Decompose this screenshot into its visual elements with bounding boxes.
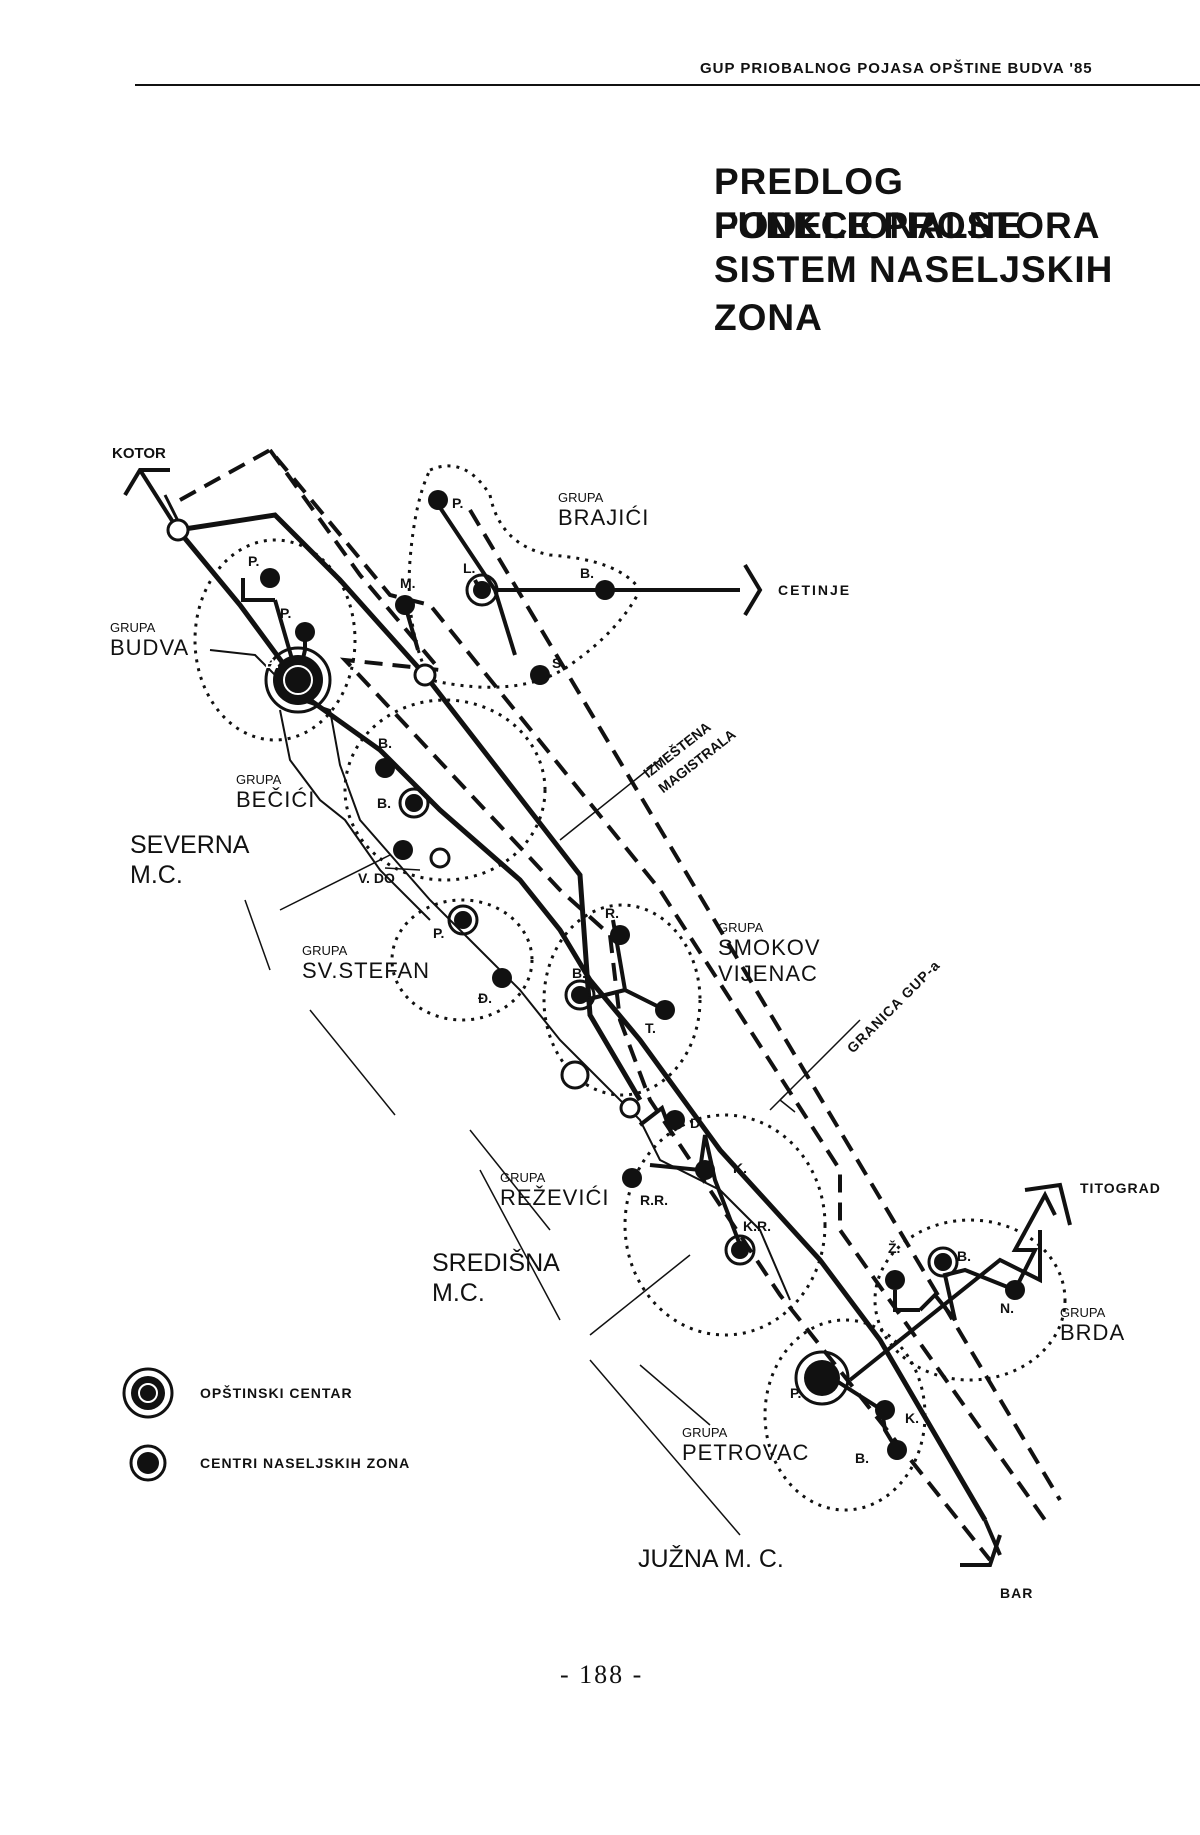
header-text: GUP PRIOBALNOG POJASA OPŠTINE BUDVA '85 (700, 60, 1093, 77)
road-arrows (123, 468, 1072, 1567)
group-brajici-name: BRAJIĆI (558, 505, 650, 530)
group-smokov-name2: VIJENAC (718, 961, 818, 986)
point-brajici-b: B. (580, 565, 594, 581)
group-rezevici-top: GRUPA (500, 1170, 546, 1185)
point-brajici-s: S. (552, 655, 566, 671)
point-stefan-d: Đ. (478, 990, 492, 1006)
place-titograd: TITOGRAD (1080, 1180, 1161, 1196)
header-rule (135, 84, 1200, 86)
municipal-centers (264, 646, 850, 1406)
point-stefan-p: P. (433, 925, 445, 941)
point-brajici-l: L. (463, 560, 476, 576)
group-sv-stefan-name: SV.STEFAN (302, 958, 431, 983)
point-budva-p1: P. (248, 553, 260, 569)
point-pet-b: B. (855, 1450, 869, 1466)
group-petrovac-top: GRUPA (682, 1425, 728, 1440)
place-cetinje: CETINJE (778, 582, 852, 598)
group-rezevici-name: REŽEVIĆI (500, 1185, 610, 1210)
zone-sredisna-line1: SREDIŠNA (432, 1249, 560, 1277)
zone-juzna: JUŽNA M. C. (638, 1545, 784, 1573)
group-brda: GRUPA BRDA (1060, 1305, 1125, 1346)
point-v-do: V. DO (358, 870, 395, 886)
place-bar: BAR (1000, 1585, 1034, 1601)
point-brajici-m: M. (400, 575, 416, 591)
zone-severna: SEVERNA M.C. (130, 830, 249, 890)
legend-municipal: OPŠTINSKI CENTAR (200, 1385, 353, 1401)
point-budva-p2: P. (280, 605, 292, 621)
group-becici: GRUPA BEČIĆI (236, 772, 315, 813)
title-line-3: SISTEM NASELJSKIH (714, 249, 1114, 290)
group-brajici-top: GRUPA (558, 490, 604, 505)
title-line-1: PREDLOG FUNKCIONALNE (714, 161, 1022, 246)
zone-severna-line1: SEVERNA (130, 831, 250, 859)
legend-symbols (122, 1367, 174, 1482)
zone-sredisna-line2: M.C. (432, 1279, 485, 1307)
point-brda-z: Ž. (888, 1240, 901, 1256)
zone-severna-line2: M.C. (130, 861, 183, 889)
group-brajici: GRUPA BRAJIĆI (558, 490, 649, 531)
point-rez-rr: R.R. (640, 1192, 668, 1208)
group-rezevici: GRUPA REŽEVIĆI (500, 1170, 609, 1211)
point-brajici-p: P. (452, 495, 464, 511)
point-smokov-b: B. (572, 965, 586, 981)
group-budva-name: BUDVA (110, 635, 190, 660)
place-kotor: KOTOR (112, 445, 166, 462)
gup-boundary (179, 447, 1062, 1562)
group-petrovac: GRUPA PETROVAC (682, 1425, 809, 1466)
group-smokov-name1: SMOKOV (718, 935, 821, 960)
group-sv-stefan-top: GRUPA (302, 943, 348, 958)
point-smokov-t: T. (645, 1020, 656, 1036)
group-zones (193, 464, 1067, 1512)
point-becici-b2: B. (377, 795, 391, 811)
group-becici-top: GRUPA (236, 772, 282, 787)
point-rez-kr: K.R. (743, 1218, 771, 1234)
point-smokov-r: R. (605, 905, 619, 921)
group-budva: GRUPA BUDVA (110, 620, 189, 661)
point-pet-k: K. (905, 1410, 919, 1426)
page-number: - 188 - (560, 1660, 644, 1689)
stop-circles (166, 518, 641, 1119)
point-budva-b: B. (265, 655, 279, 671)
group-smokov-vijenac: GRUPA SMOKOV VIJENAC (718, 920, 821, 987)
title-line-4: ZONA (714, 297, 823, 338)
group-smokov-top: GRUPA (718, 920, 764, 935)
settlement-dots (260, 490, 1025, 1460)
point-rez-k: K. (733, 1160, 747, 1176)
point-rez-d: D. (690, 1115, 704, 1131)
group-petrovac-name: PETROVAC (682, 1440, 810, 1465)
legend-zone-centers: CENTRI NASELJSKIH ZONA (200, 1455, 411, 1471)
point-brda-n: N. (1000, 1300, 1014, 1316)
point-pet-p: P. (790, 1385, 802, 1401)
group-budva-top: GRUPA (110, 620, 156, 635)
title-line-2: PODELE PROSTORA (714, 205, 1101, 246)
pointer-lines (244, 759, 861, 1536)
ringed-zone-centers (398, 573, 959, 1278)
group-brda-name: BRDA (1060, 1320, 1126, 1345)
point-brda-b: B. (957, 1248, 971, 1264)
point-becici-b1: B. (378, 735, 392, 751)
group-brda-top: GRUPA (1060, 1305, 1106, 1320)
group-sv-stefan: GRUPA SV.STEFAN (302, 943, 430, 984)
zone-sredisna: SREDIŠNA M.C. (432, 1248, 560, 1308)
group-becici-name: BEČIĆI (236, 787, 316, 812)
